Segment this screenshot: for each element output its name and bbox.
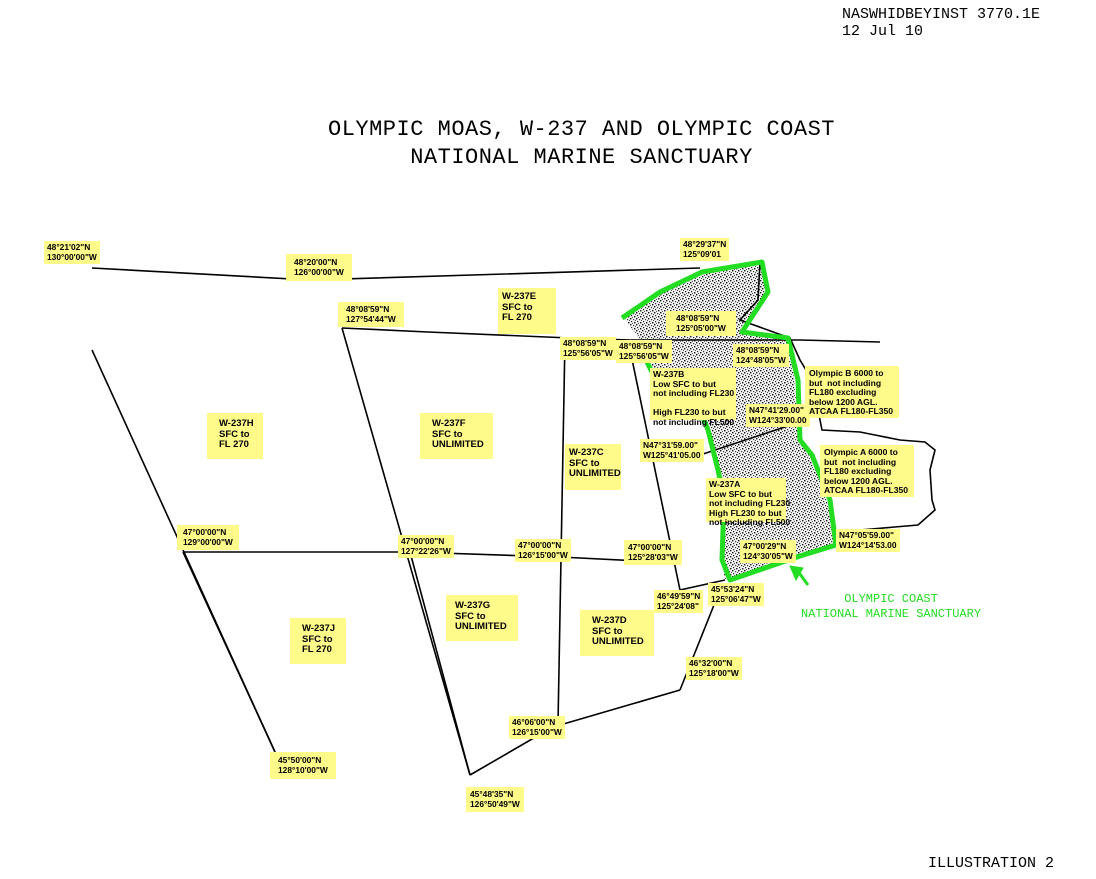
- coord-label: 45°48'35"N 126°50'49"W: [466, 787, 524, 813]
- coord-label: 48°08'59"N 125°56'05"W: [560, 337, 616, 361]
- coord-label: 48°08'59"N 125°56'05"W: [616, 340, 672, 364]
- boundary-47n: [183, 551, 681, 564]
- divider-a-lower: [679, 579, 726, 591]
- divider-f-c: [557, 337, 566, 725]
- illustration-number: ILLUSTRATION 2: [928, 855, 1055, 872]
- coord-label: 48°08'59"N 127°54'44"W: [338, 302, 404, 328]
- coord-label: 46°32'00"N 125°18'00"W: [686, 657, 742, 681]
- title-line-1: OLYMPIC MOAS, W-237 AND OLYMPIC COAST: [328, 117, 835, 142]
- coord-label: 48°08'59"N 124°48'05"W: [733, 344, 789, 368]
- divider-j-g: [409, 551, 471, 776]
- coord-label: 47°00'00"N 125°28'03"W: [624, 540, 682, 566]
- note-w237a: W-237A Low SFC to but not including FL23…: [706, 478, 790, 527]
- coord-label: 47°00'29"N 124°30'05"W: [740, 540, 796, 564]
- area-label-w237f: W-237F SFC to UNLIMITED: [420, 413, 493, 459]
- coord-label: 48°20'00"N 126°00'00"W: [286, 254, 352, 282]
- area-label-w237c: W-237C SFC to UNLIMITED: [565, 444, 621, 490]
- coord-label: 45°53'24"N 125°06'47"W: [708, 583, 764, 607]
- note-olympic-b: Olympic B 6000 to but not including FL18…: [805, 366, 899, 418]
- sanctuary-label: OLYMPIC COAST NATIONAL MARINE SANCTUARY: [786, 592, 996, 622]
- sanctuary-label-line-2: NATIONAL MARINE SANCTUARY: [800, 607, 982, 621]
- note-w237b: W-237B Low SFC to but not including FL23…: [650, 368, 736, 427]
- coord-label: N47°31'59.00" W125°41'05.00: [640, 439, 704, 463]
- note-olympic-a: Olympic A 6000 to but not including FL18…: [820, 445, 914, 497]
- doc-number: NASWHIDBEYINST 3770.1E: [842, 6, 1041, 23]
- coord-label: 48°21'02"N 130°00'00"W: [44, 241, 100, 265]
- north-boundary-line: [91, 267, 701, 281]
- coord-label: 47°00'00"N 129°00'00"W: [177, 525, 239, 551]
- coord-label: 47°00'00"N 126°15'00"W: [515, 539, 571, 563]
- area-label-w237g: W-237G SFC to UNLIMITED: [446, 595, 518, 641]
- sanctuary-label-line-1: OLYMPIC COAST: [844, 592, 938, 606]
- area-label-w237d: W-237D SFC to UNLIMITED: [580, 610, 654, 656]
- coord-label: 48°08'59"N 125°05'00"W: [666, 311, 736, 337]
- coord-label: 48°29'37"N 125°09'01: [680, 238, 730, 262]
- coord-label: 46°49'59"N 125°24'08": [654, 590, 704, 614]
- area-label-w237h: W-237H SFC to FL 270: [207, 413, 263, 459]
- south-boundary: [559, 689, 681, 726]
- document-header: NASWHIDBEYINST 3770.1E 12 Jul 10: [842, 6, 1040, 40]
- coord-label: 47°00'00"N 127°22'26"W: [398, 535, 454, 559]
- coord-label: N47°05'59.00" W124°14'53.00: [836, 529, 900, 553]
- area-label-w237e: W-237E SFC to FL 270: [498, 288, 556, 334]
- page-title: OLYMPIC MOAS, W-237 AND OLYMPIC COAST NA…: [0, 116, 1096, 172]
- sanctuary-pointer-arrow: [789, 565, 810, 586]
- coord-label: N47°41'29.00" W124°33'00.00: [746, 404, 810, 428]
- divider-b-a: [699, 421, 801, 456]
- coord-label: 45°50'00"N 128°10'00"W: [270, 752, 336, 780]
- coord-label: 46°06'00"N 126°15'00"W: [509, 716, 565, 740]
- sw-line: [182, 551, 276, 753]
- title-line-2: NATIONAL MARINE SANCTUARY: [410, 145, 753, 170]
- area-label-w237j: W-237J SFC to FL 270: [290, 618, 346, 664]
- doc-date: 12 Jul 10: [842, 23, 924, 40]
